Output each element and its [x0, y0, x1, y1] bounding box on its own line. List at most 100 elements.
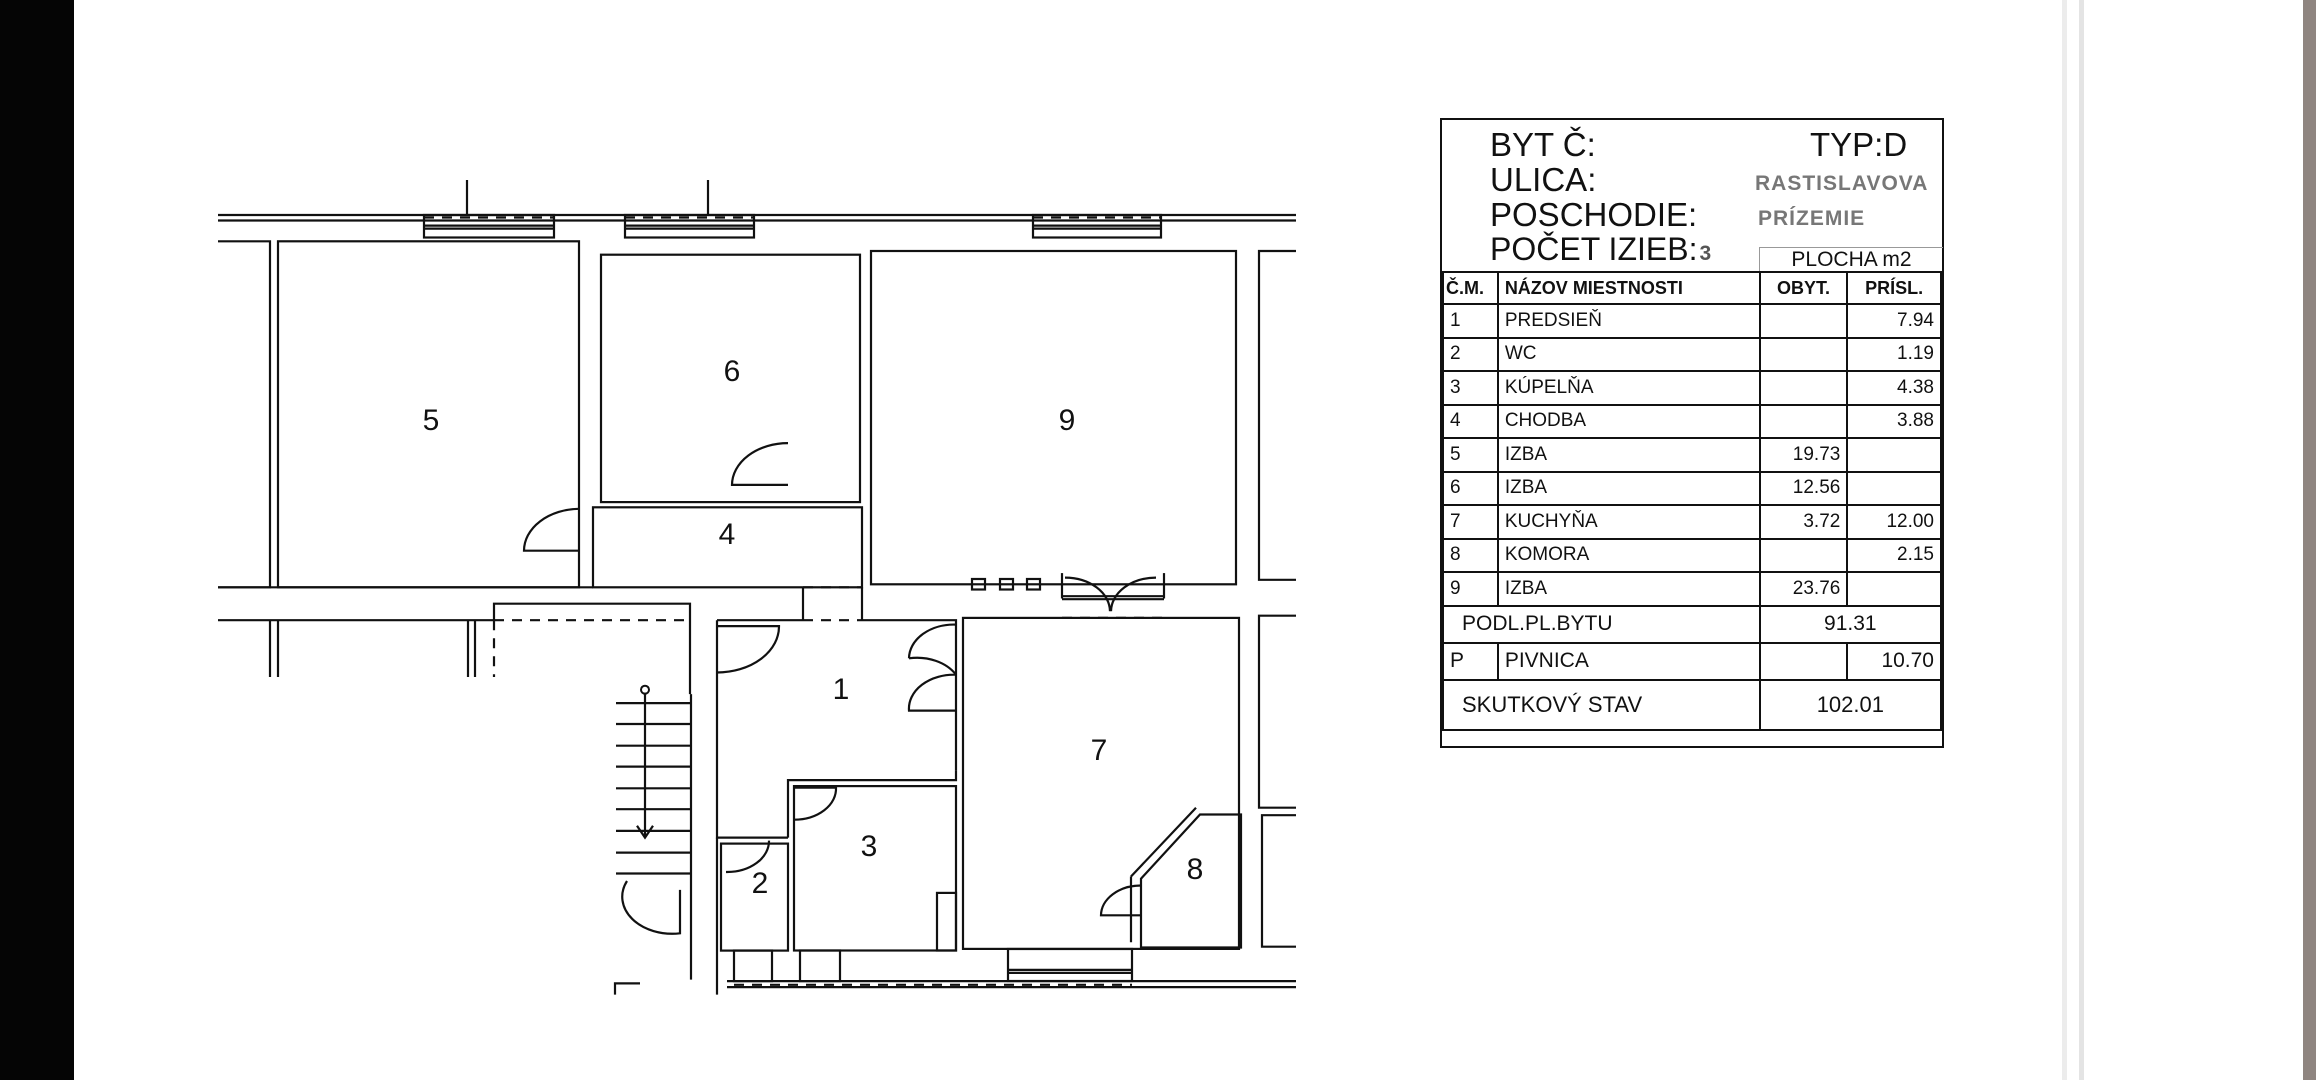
door	[1109, 576, 1157, 612]
cell-prisl: 1.19	[1846, 336, 1942, 372]
cell-cm: 8	[1442, 537, 1499, 573]
double-door	[907, 623, 957, 712]
pivnica-value: 10.70	[1846, 641, 1942, 681]
podl-row: PODL.PL.BYTU 91.31	[1442, 604, 1943, 644]
cell-cm: 2	[1442, 336, 1499, 372]
cell-obyt	[1758, 537, 1849, 573]
cell-obyt	[1758, 403, 1849, 439]
scan-right-edge	[2303, 0, 2316, 1080]
pivnica-label: PIVNICA	[1496, 641, 1761, 681]
door	[716, 625, 781, 674]
door	[725, 840, 771, 874]
cell-nazov: KUCHYŇA	[1496, 504, 1761, 540]
header-cm: Č.M.	[1442, 271, 1499, 305]
pivnica-row: P PIVNICA 10.70	[1442, 641, 1942, 681]
ulica-label: ULICA:	[1490, 161, 1597, 198]
cell-prisl: 3.88	[1846, 403, 1942, 439]
cell-obyt	[1758, 303, 1849, 339]
cell-prisl	[1846, 470, 1942, 506]
cell-cm: 5	[1442, 437, 1499, 473]
header-prisl: PRÍSL.	[1846, 271, 1942, 305]
room-8	[1139, 813, 1243, 949]
cell-nazov: IZBA	[1496, 437, 1761, 473]
cell-nazov: CHODBA	[1496, 403, 1761, 439]
window	[422, 213, 556, 239]
cell-nazov: KOMORA	[1496, 537, 1761, 573]
door	[522, 507, 580, 552]
pocet-izieb-line: POČET IZIEB: 3	[1490, 233, 1711, 266]
cell-cm: 4	[1442, 403, 1499, 439]
cell-prisl	[1846, 437, 1942, 473]
cell-nazov: WC	[1496, 336, 1761, 372]
podl-value: 91.31	[1758, 604, 1943, 644]
cell-nazov: IZBA	[1496, 470, 1761, 506]
cell-obyt: 3.72	[1758, 504, 1849, 540]
cell-cm: 9	[1442, 571, 1499, 607]
scan-fold-line	[2079, 0, 2084, 1080]
cell-obyt: 23.76	[1758, 571, 1849, 607]
cell-prisl: 12.00	[1846, 504, 1942, 540]
chimney	[998, 577, 1015, 591]
cell-obyt: 12.56	[1758, 470, 1849, 506]
room-9	[869, 249, 1238, 586]
typ-label: TYP:D	[1810, 126, 1908, 163]
cell-obyt	[1758, 370, 1849, 406]
ulica-value: RASTISLAVOVA	[1755, 172, 1929, 195]
cell-nazov: PREDSIEŇ	[1496, 303, 1761, 339]
door	[621, 880, 682, 935]
room-label-3: 3	[861, 830, 878, 863]
skutkovy-value: 102.01	[1758, 678, 1943, 731]
byt-label: BYT Č:	[1490, 126, 1596, 163]
room-label-1: 1	[833, 673, 850, 706]
staircase	[616, 684, 719, 995]
pivnica-obyt	[1758, 641, 1849, 681]
cell-prisl	[1846, 571, 1942, 607]
table-header-row: Č.M. NÁZOV MIESTNOSTI OBYT. PRÍSL.	[1442, 271, 1942, 305]
cell-cm: 7	[1442, 504, 1499, 540]
window	[1006, 947, 1134, 983]
room-label-6: 6	[724, 355, 741, 388]
room-label-2: 2	[752, 867, 769, 900]
cell-prisl: 4.38	[1846, 370, 1942, 406]
door	[730, 442, 789, 486]
cell-cm: 3	[1442, 370, 1499, 406]
chimney	[1025, 577, 1042, 591]
poschodie-value: PRÍZEMIE	[1758, 207, 1866, 230]
poschodie-label: POSCHODIE:	[1490, 196, 1698, 233]
cell-nazov: KÚPELŇA	[1496, 370, 1761, 406]
room-label-7: 7	[1091, 734, 1108, 767]
room-7	[961, 616, 1241, 951]
window	[1031, 213, 1163, 239]
room-3	[792, 784, 958, 952]
floor-plan: 5 6 9 4 1 7 3 2 8	[218, 180, 1296, 995]
skutkovy-row: SKUTKOVÝ STAV 102.01	[1442, 678, 1943, 731]
cell-nazov: IZBA	[1496, 571, 1761, 607]
pocet-izieb-value: 3	[1699, 242, 1712, 265]
room-label-8: 8	[1187, 853, 1204, 886]
cell-obyt	[1758, 336, 1849, 372]
skutkovy-label: SKUTKOVÝ STAV	[1442, 678, 1761, 731]
cell-cm: 6	[1442, 470, 1499, 506]
window	[623, 213, 756, 239]
cell-prisl: 7.94	[1846, 303, 1942, 339]
cell-obyt: 19.73	[1758, 437, 1849, 473]
room-area-table: BYT Č: TYP:D ULICA: RASTISLAVOVA POSCHOD…	[1440, 118, 1944, 748]
cell-prisl: 2.15	[1846, 537, 1942, 573]
plocha-header: PLOCHA m2	[1759, 247, 1943, 272]
header-nazov: NÁZOV MIESTNOSTI	[1496, 271, 1761, 305]
header-obyt: OBYT.	[1758, 271, 1849, 305]
room-4	[591, 506, 864, 589]
pivnica-cm: P	[1442, 641, 1499, 681]
door	[793, 786, 838, 821]
door	[1064, 576, 1112, 612]
